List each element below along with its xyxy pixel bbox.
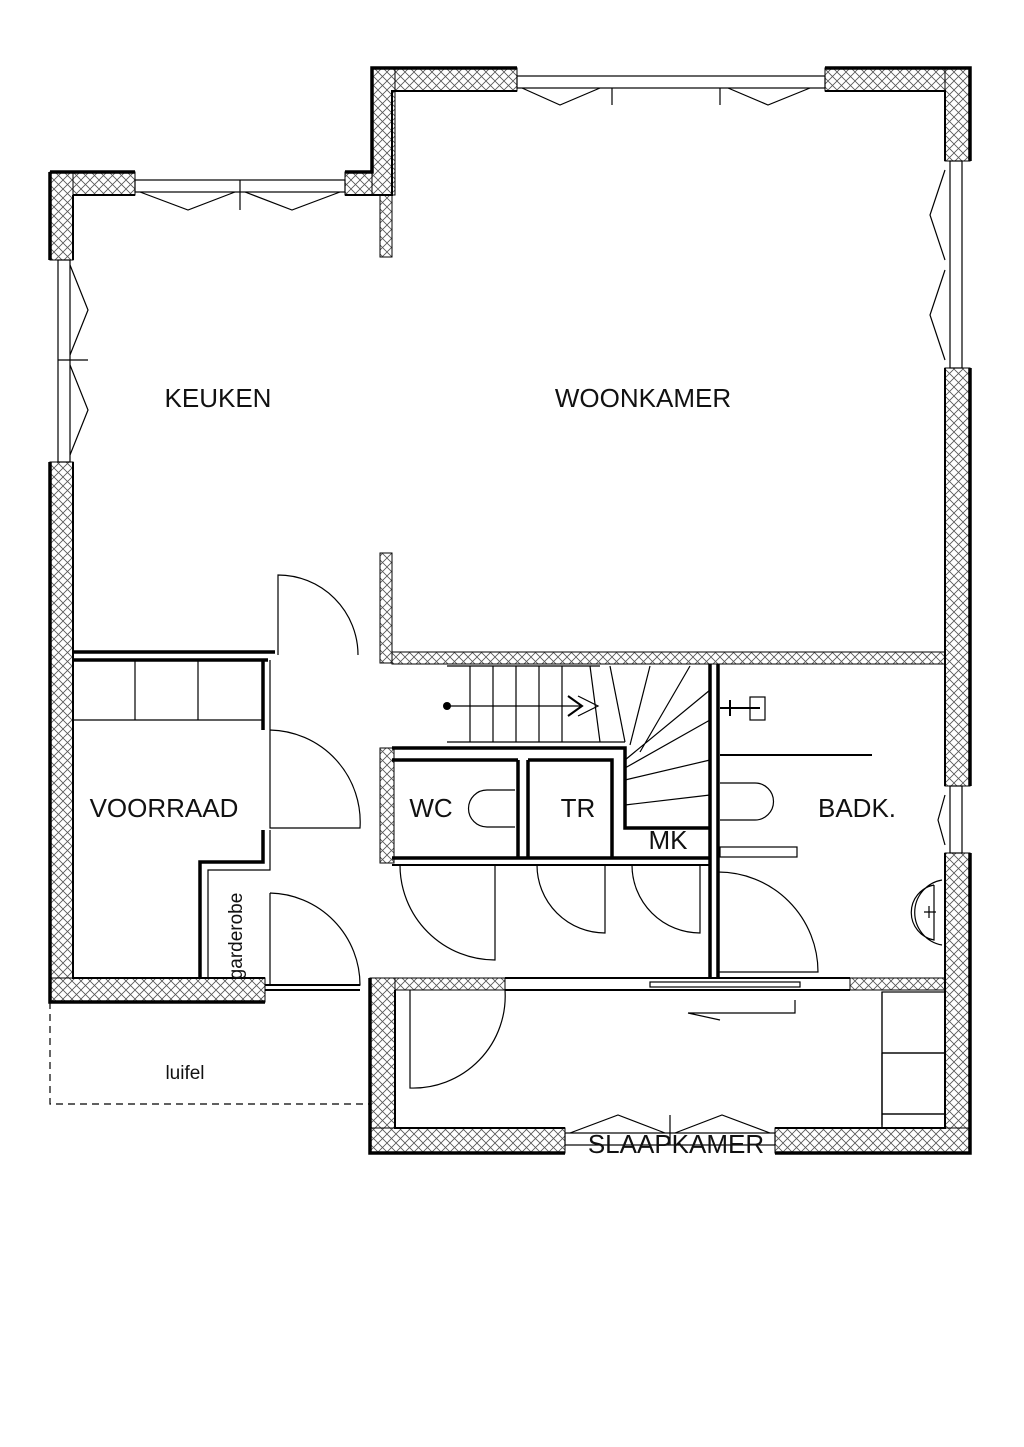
room-label-tr: TR — [561, 793, 596, 823]
staircase — [443, 665, 711, 806]
luifel-outline — [49, 1002, 370, 1105]
room-label-wc: WC — [409, 793, 452, 823]
room-label-mk: MK — [649, 825, 689, 855]
interior-walls — [73, 650, 850, 991]
exterior-walls — [48, 66, 972, 1155]
sink — [910, 879, 943, 946]
wardrobe-slaapkamer — [881, 992, 945, 1125]
room-label-slaapkamer: SLAAPKAMER — [588, 1129, 764, 1159]
label-garderobe: garderobe — [226, 893, 247, 980]
room-label-badk: BADK. — [818, 793, 896, 823]
doors — [269, 574, 819, 1089]
room-label-keuken: KEUKEN — [165, 383, 272, 413]
toilet-wc — [467, 789, 515, 828]
toilet-badk — [720, 782, 775, 821]
fixtures — [73, 660, 946, 1129]
room-label-woonkamer: WOONKAMER — [555, 383, 731, 413]
label-luifel: luifel — [165, 1063, 204, 1084]
room-label-voorraad: VOORRAAD — [90, 793, 239, 823]
windows — [57, 75, 963, 1146]
